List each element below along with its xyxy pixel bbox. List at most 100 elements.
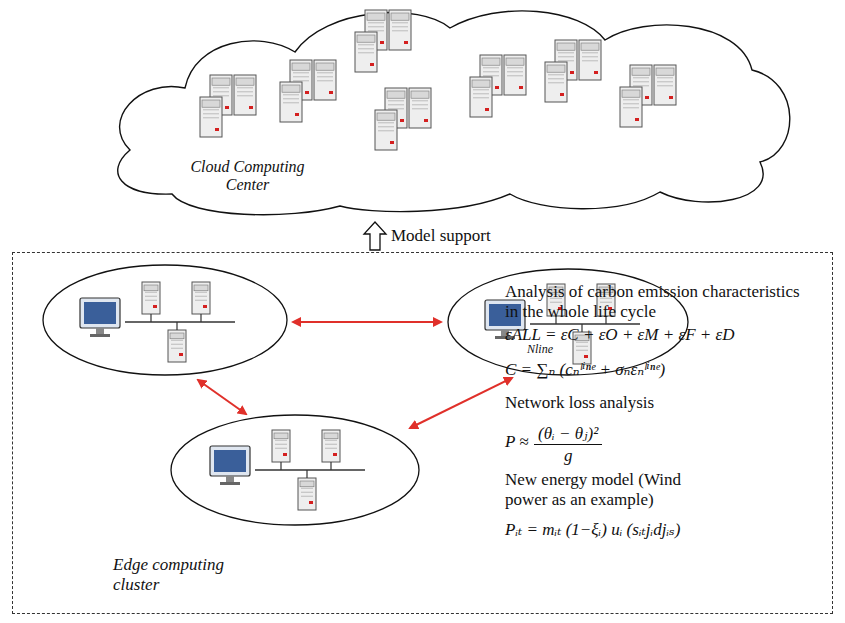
- edge-label: Model support: [391, 226, 491, 246]
- server-slot: [582, 60, 598, 61]
- server-slot: [171, 344, 183, 345]
- server-panel: [144, 285, 158, 291]
- server-slot: [283, 98, 299, 99]
- server-slot: [213, 91, 229, 92]
- server-slot: [657, 77, 673, 78]
- server-slot: [283, 94, 299, 95]
- server-slot: [317, 72, 333, 73]
- denominator: g: [534, 444, 602, 466]
- server-panel: [236, 78, 254, 85]
- cloud-shape: [118, 11, 790, 215]
- node-caption: Cloud Computing Center: [180, 158, 315, 195]
- server-led: [283, 453, 287, 456]
- bus-tap: [200, 314, 201, 322]
- server-slot: [358, 52, 374, 53]
- server-panel: [300, 481, 314, 487]
- server-slot: [582, 52, 598, 53]
- server-slot: [657, 81, 673, 82]
- server-slot: [558, 56, 574, 57]
- server-slot: [657, 85, 673, 86]
- server-panel: [212, 78, 230, 85]
- server-slot: [623, 107, 639, 108]
- server-icon: [280, 82, 302, 122]
- server-slot: [213, 95, 229, 96]
- server-panel: [632, 68, 650, 75]
- server-slot: [548, 74, 564, 75]
- server-panel: [282, 85, 300, 92]
- bus-line: [530, 323, 640, 324]
- server-panel: [472, 80, 490, 87]
- server-slot: [293, 72, 309, 73]
- server-panel: [411, 91, 429, 98]
- server-slot: [473, 97, 489, 98]
- hollow-arrow: [364, 222, 386, 250]
- server-slot: [358, 44, 374, 45]
- server-panel: [292, 63, 310, 70]
- server-slot: [378, 130, 394, 131]
- server-slot: [368, 30, 384, 31]
- server-slot: [317, 76, 333, 77]
- server-icon: [192, 282, 210, 314]
- server-slot: [203, 117, 219, 118]
- server-slot: [275, 440, 287, 441]
- server-slot: [283, 102, 299, 103]
- server-slot: [145, 292, 157, 293]
- server-panel: [194, 285, 208, 291]
- bus-tap: [330, 462, 331, 470]
- server-slot: [388, 100, 404, 101]
- server-icon: [168, 330, 186, 362]
- server-slot: [275, 444, 287, 445]
- server-slot: [293, 80, 309, 81]
- server-icon: [355, 32, 377, 72]
- server-slot: [582, 56, 598, 57]
- server-slot: [368, 22, 384, 23]
- monitor-screen: [214, 450, 246, 472]
- server-led: [645, 96, 649, 99]
- server-panel: [367, 13, 385, 20]
- server-farm: [200, 10, 676, 150]
- server-led: [179, 353, 183, 356]
- server-led: [669, 96, 673, 99]
- server-icon: [375, 110, 397, 150]
- server-led: [295, 113, 299, 116]
- server-panel: [316, 63, 334, 70]
- formula-limit: Nline: [527, 342, 587, 356]
- server-slot: [301, 488, 313, 489]
- server-slot: [392, 30, 408, 31]
- server-slot: [576, 350, 588, 351]
- server-panel: [557, 43, 575, 50]
- monitor-icon: [80, 298, 120, 328]
- server-slot: [317, 80, 333, 81]
- monitor-stand: [96, 328, 104, 334]
- server-icon: [620, 87, 642, 127]
- server-slot: [483, 75, 499, 76]
- server-led: [424, 119, 428, 122]
- server-panel: [581, 43, 599, 50]
- monitor-stand: [226, 476, 234, 482]
- server-panel: [324, 433, 338, 439]
- server-slot: [358, 48, 374, 49]
- server-led: [495, 86, 499, 89]
- server-panel: [547, 65, 565, 72]
- cloud-region: Cloud Computing Center: [100, 0, 800, 220]
- server-slot: [412, 100, 428, 101]
- section-heading: New energy model (Wind power as an examp…: [505, 470, 705, 511]
- server-led: [153, 305, 157, 308]
- server-slot: [275, 448, 287, 449]
- server-slot: [301, 496, 313, 497]
- server-slot: [145, 300, 157, 301]
- server-led: [370, 63, 374, 66]
- server-icon: [298, 478, 316, 510]
- server-slot: [237, 87, 253, 88]
- server-slot: [507, 75, 523, 76]
- server-panel: [656, 68, 674, 75]
- server-icon: [504, 55, 526, 95]
- server-led: [305, 91, 309, 94]
- bus-tap: [306, 470, 307, 478]
- monitor-base: [90, 334, 110, 337]
- server-led: [203, 305, 207, 308]
- server-led: [584, 355, 588, 358]
- server-led: [404, 41, 408, 44]
- server-panel: [622, 90, 640, 97]
- server-icon: [389, 10, 411, 50]
